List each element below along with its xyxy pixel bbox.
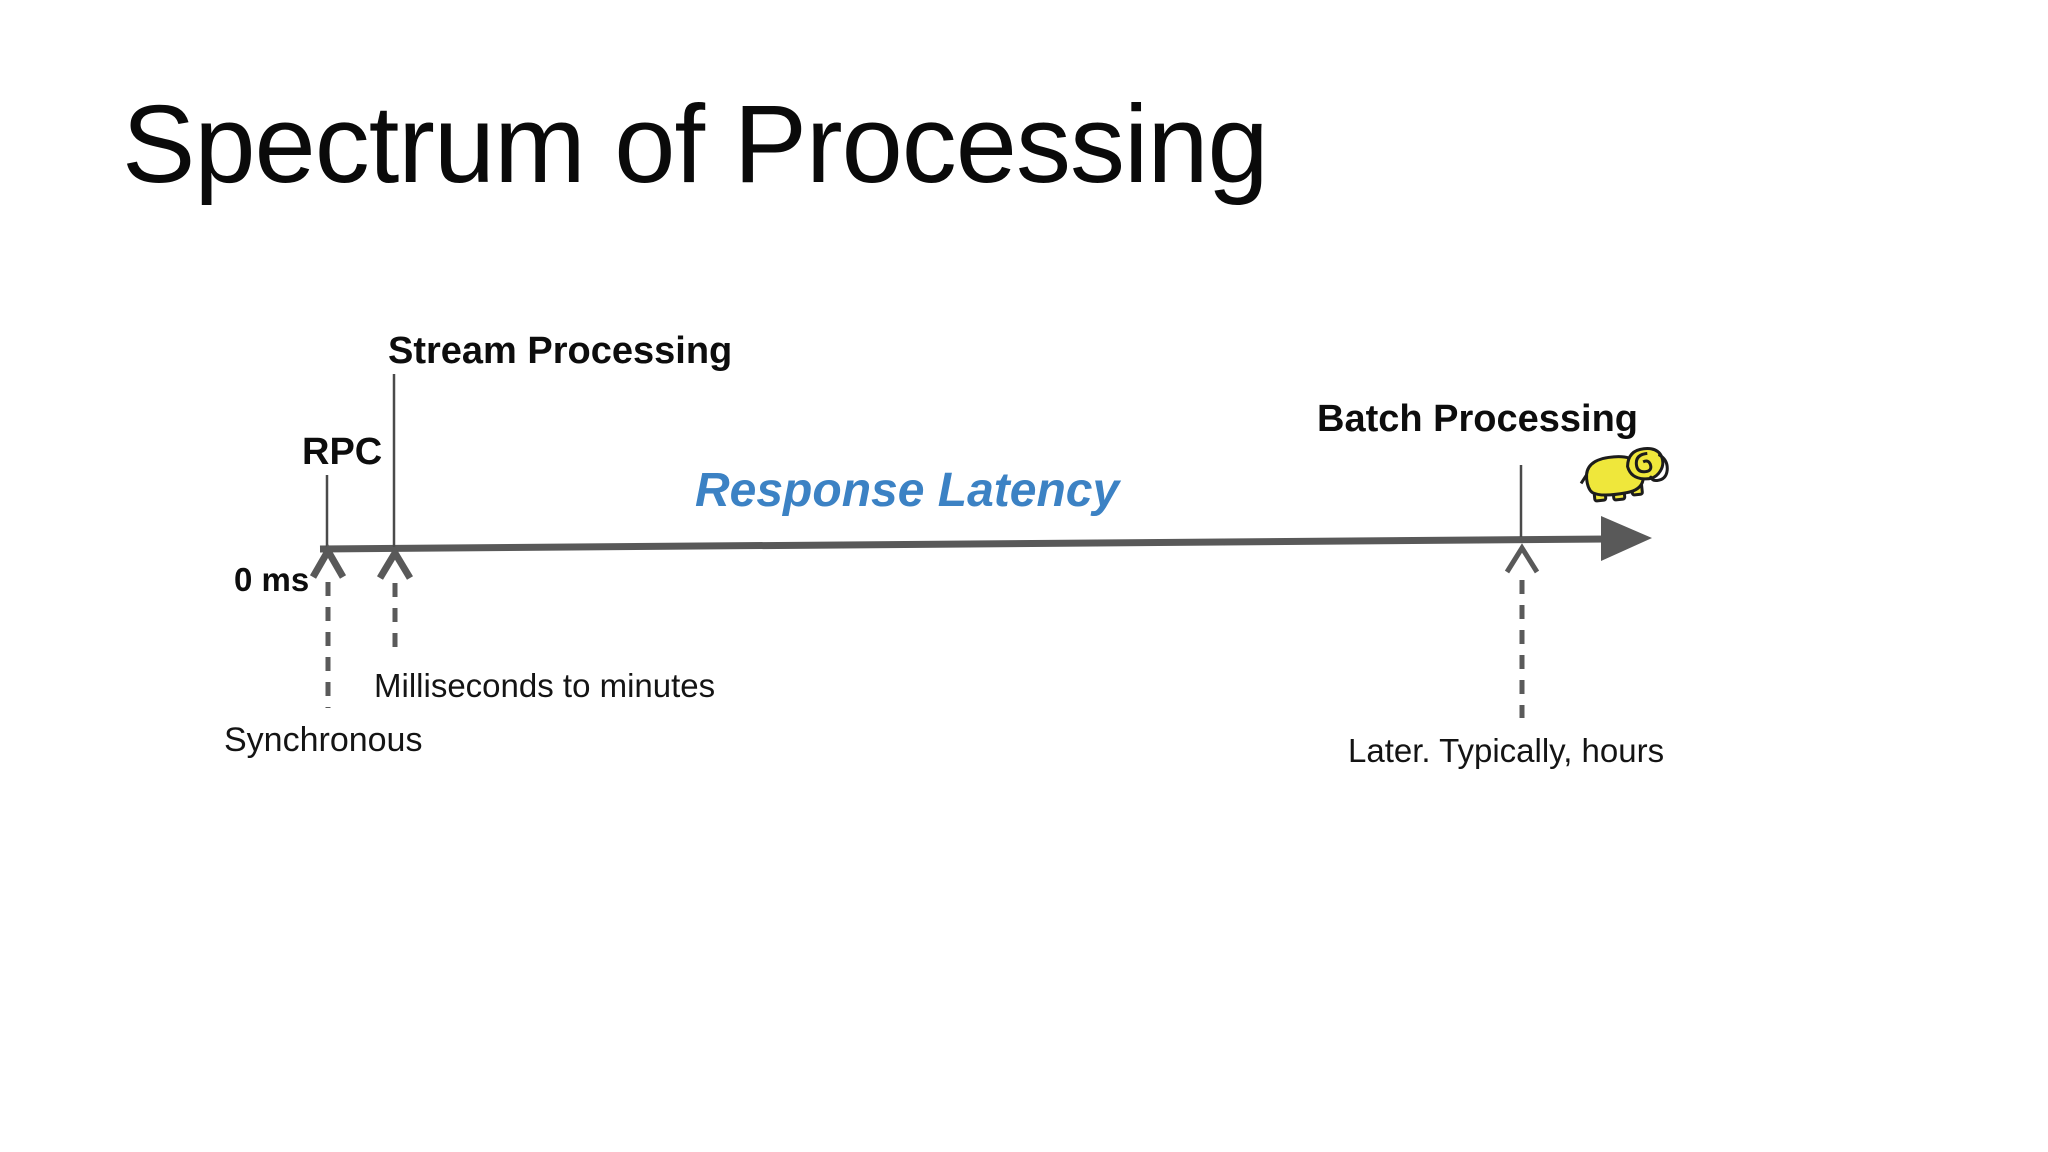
- batch-processing-label: Batch Processing: [1317, 398, 1638, 440]
- batch-latency-note: Later. Typically, hours: [1348, 732, 1665, 769]
- page-title: Spectrum of Processing: [122, 83, 1269, 206]
- stream-latency-note: Milliseconds to minutes: [374, 667, 716, 704]
- stream-up-arrow-icon: [376, 546, 414, 580]
- hadoop-elephant-icon: [1579, 447, 1669, 503]
- stream-processing-label: Stream Processing: [388, 330, 733, 372]
- batch-up-arrow-icon: [1504, 543, 1540, 574]
- latency-axis-line: [319, 535, 1609, 553]
- origin-zero-ms-label: 0 ms: [234, 561, 310, 598]
- rpc-up-arrow-icon: [309, 543, 347, 579]
- response-latency-label: Response Latency: [695, 464, 1120, 517]
- axis-arrowhead-icon: [1601, 516, 1652, 561]
- rpc-label: RPC: [302, 431, 383, 473]
- rpc-synchronous-note: Synchronous: [224, 721, 423, 759]
